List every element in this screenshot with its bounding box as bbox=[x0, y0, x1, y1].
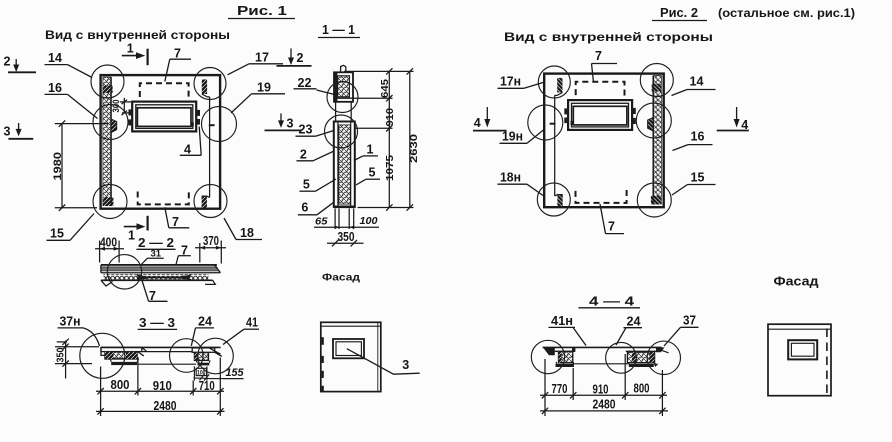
svg-text:100: 100 bbox=[360, 215, 378, 227]
svg-text:41н: 41н bbox=[551, 314, 573, 328]
svg-text:3: 3 bbox=[4, 125, 11, 139]
svg-text:31: 31 bbox=[151, 249, 162, 260]
svg-text:350: 350 bbox=[55, 347, 67, 362]
svg-text:Рис. 2: Рис. 2 bbox=[660, 5, 698, 20]
svg-text:14: 14 bbox=[690, 75, 704, 89]
svg-text:18: 18 bbox=[240, 226, 254, 240]
svg-text:41: 41 bbox=[246, 316, 258, 330]
svg-text:1980: 1980 bbox=[52, 152, 64, 181]
svg-text:7: 7 bbox=[608, 220, 615, 234]
svg-text:710: 710 bbox=[199, 379, 215, 393]
svg-text:3: 3 bbox=[287, 117, 294, 131]
svg-text:2630: 2630 bbox=[408, 134, 420, 163]
svg-text:7: 7 bbox=[172, 215, 179, 229]
svg-text:Вид с внутренней стороны: Вид с внутренней стороны bbox=[504, 30, 713, 44]
svg-text:Вид с внутренней стороны: Вид с внутренней стороны bbox=[45, 28, 230, 42]
svg-text:7: 7 bbox=[149, 289, 156, 303]
svg-text:4: 4 bbox=[474, 116, 481, 130]
svg-text:22: 22 bbox=[298, 76, 312, 90]
svg-text:370: 370 bbox=[203, 234, 219, 248]
svg-text:5: 5 bbox=[303, 178, 310, 192]
svg-text:3: 3 bbox=[402, 358, 409, 372]
svg-text:37: 37 bbox=[683, 314, 696, 328]
svg-text:7: 7 bbox=[595, 49, 602, 63]
svg-text:800: 800 bbox=[634, 382, 650, 396]
svg-text:14: 14 bbox=[48, 51, 62, 65]
svg-text:7: 7 bbox=[174, 47, 181, 61]
svg-text:910: 910 bbox=[153, 379, 172, 393]
svg-text:6: 6 bbox=[301, 201, 308, 215]
svg-text:1 — 1: 1 — 1 bbox=[322, 22, 355, 37]
svg-text:770: 770 bbox=[552, 382, 568, 396]
svg-text:37н: 37н bbox=[60, 315, 81, 329]
svg-text:910: 910 bbox=[593, 383, 609, 397]
svg-text:1: 1 bbox=[127, 41, 134, 55]
svg-text:16: 16 bbox=[48, 81, 62, 95]
svg-text:65: 65 bbox=[315, 216, 328, 228]
svg-text:15: 15 bbox=[691, 171, 705, 185]
svg-text:4: 4 bbox=[741, 118, 748, 132]
svg-text:Рис. 1: Рис. 1 bbox=[237, 3, 287, 18]
svg-text:910: 910 bbox=[384, 108, 396, 127]
svg-text:24: 24 bbox=[627, 315, 641, 329]
svg-text:Фасад: Фасад bbox=[322, 272, 360, 284]
svg-text:15: 15 bbox=[50, 227, 64, 241]
svg-text:2480: 2480 bbox=[154, 399, 177, 413]
svg-text:1: 1 bbox=[367, 143, 374, 157]
svg-text:645: 645 bbox=[379, 79, 391, 98]
svg-text:2 — 2: 2 — 2 bbox=[138, 235, 174, 250]
svg-text:350: 350 bbox=[338, 230, 355, 244]
svg-text:24: 24 bbox=[198, 315, 212, 329]
svg-text:1075: 1075 bbox=[384, 155, 396, 181]
svg-text:4 — 4: 4 — 4 bbox=[589, 294, 635, 309]
svg-text:2: 2 bbox=[300, 148, 307, 162]
svg-text:5: 5 bbox=[369, 166, 376, 180]
svg-text:19: 19 bbox=[257, 81, 271, 95]
svg-text:100: 100 bbox=[197, 370, 206, 377]
svg-text:400: 400 bbox=[100, 236, 117, 250]
svg-text:155: 155 bbox=[226, 367, 245, 379]
svg-text:17н: 17н bbox=[500, 75, 521, 89]
svg-text:18н: 18н bbox=[500, 171, 521, 185]
svg-text:2: 2 bbox=[297, 51, 304, 65]
svg-text:(остальное см. рис.1): (остальное см. рис.1) bbox=[718, 8, 855, 20]
svg-text:3 — 3: 3 — 3 bbox=[139, 315, 175, 330]
svg-text:16: 16 bbox=[691, 130, 705, 144]
svg-text:4: 4 bbox=[184, 143, 191, 157]
svg-text:23: 23 bbox=[299, 123, 313, 137]
svg-text:7: 7 bbox=[181, 244, 188, 258]
svg-text:1: 1 bbox=[128, 229, 135, 243]
svg-text:2: 2 bbox=[4, 55, 11, 69]
svg-text:2480: 2480 bbox=[593, 398, 616, 412]
svg-text:300: 300 bbox=[111, 100, 122, 113]
svg-text:19н: 19н bbox=[502, 130, 523, 144]
svg-text:Фасад: Фасад bbox=[774, 275, 819, 289]
svg-text:800: 800 bbox=[111, 378, 130, 392]
svg-text:17: 17 bbox=[255, 51, 269, 65]
